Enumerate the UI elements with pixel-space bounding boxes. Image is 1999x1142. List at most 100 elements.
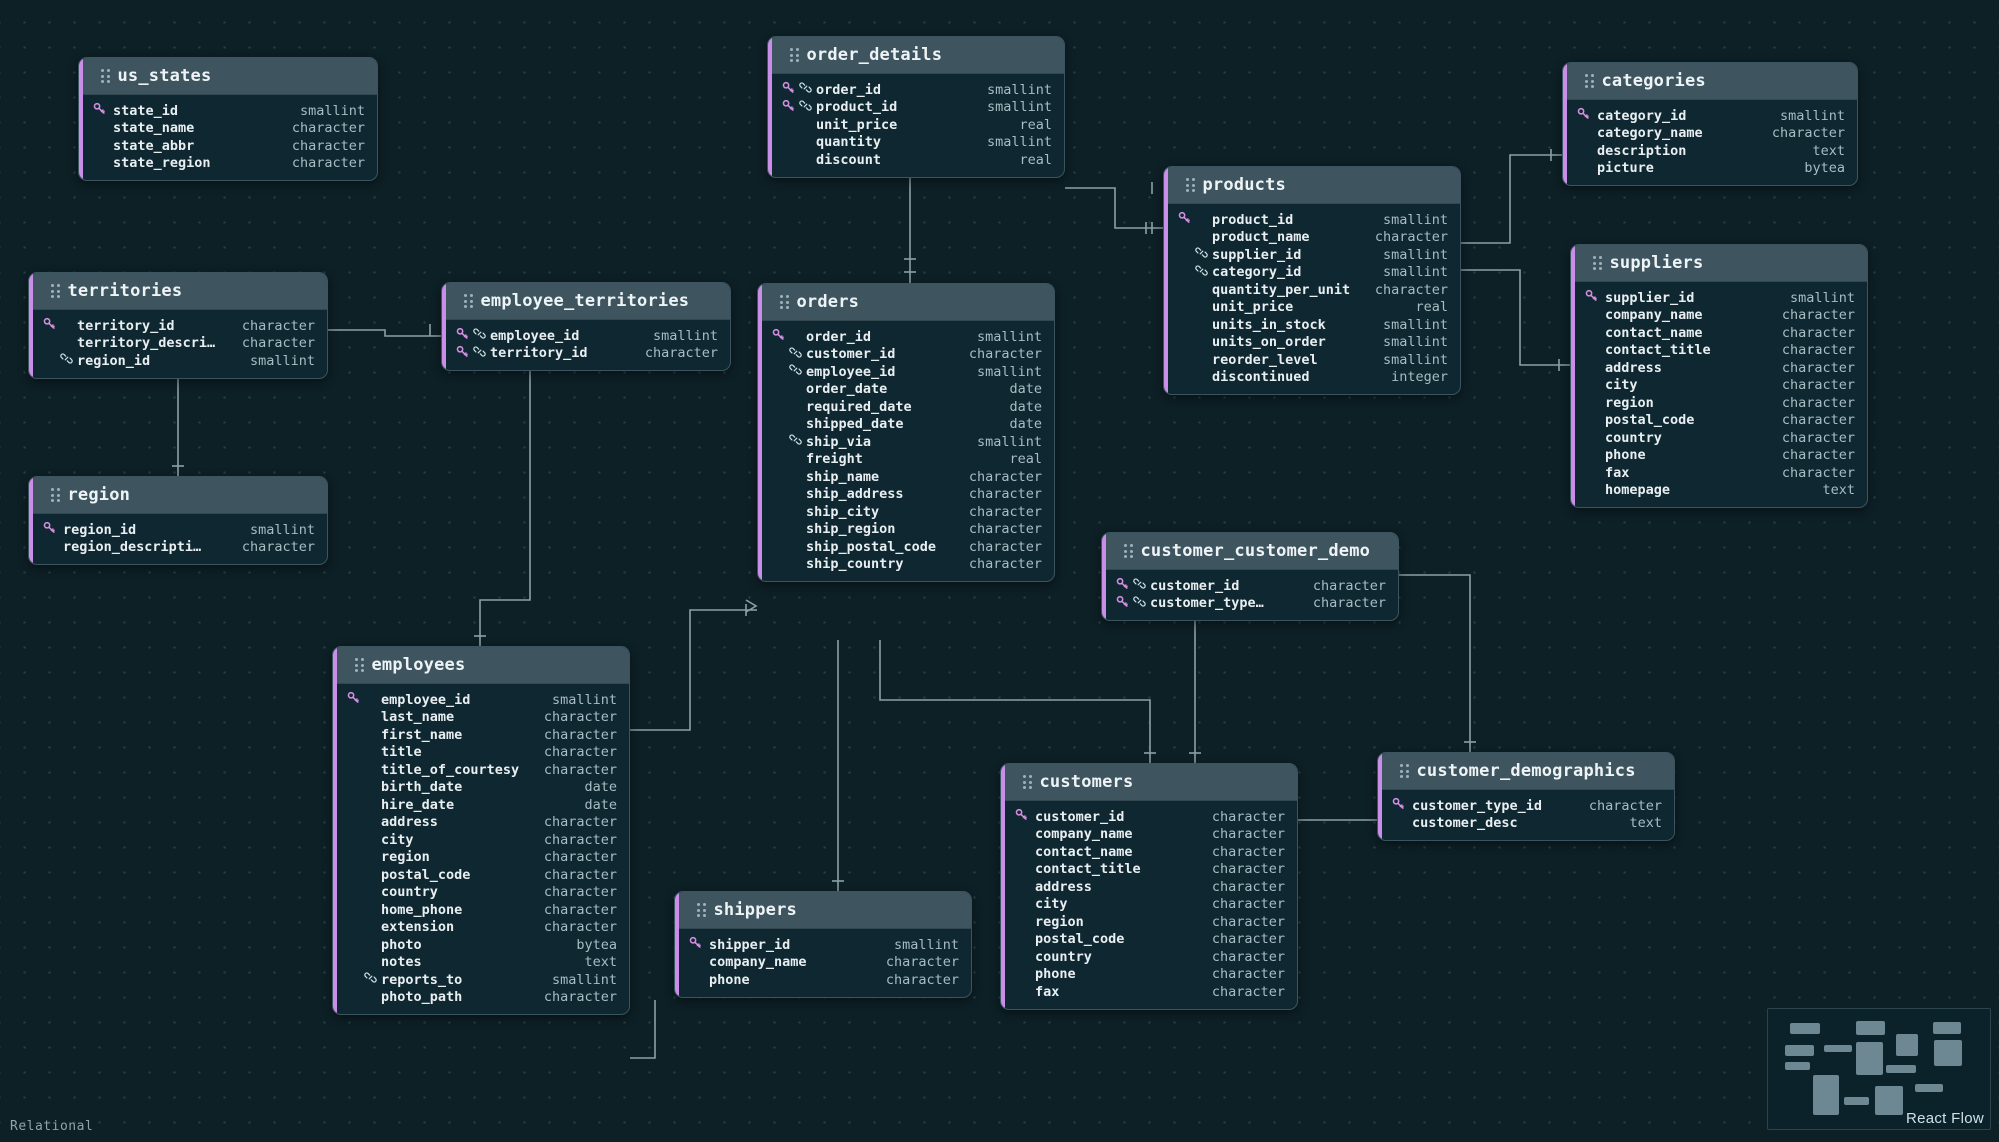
drag-handle-icon[interactable] <box>51 488 60 502</box>
table-header-employee_territories[interactable]: employee_territories <box>442 283 730 320</box>
column-row[interactable]: region_descripti…character <box>29 539 327 557</box>
table-header-employees[interactable]: employees <box>333 647 629 684</box>
table-header-orders[interactable]: orders <box>758 284 1054 321</box>
table-header-products[interactable]: products <box>1164 167 1460 204</box>
drag-handle-icon[interactable] <box>1124 544 1133 558</box>
table-header-territories[interactable]: territories <box>29 273 327 310</box>
drag-handle-icon[interactable] <box>1186 178 1195 192</box>
table-header-region[interactable]: region <box>29 477 327 514</box>
table-header-customer_customer_demo[interactable]: customer_customer_demo <box>1102 533 1398 570</box>
table-header-categories[interactable]: categories <box>1563 63 1857 100</box>
drag-handle-icon[interactable] <box>790 48 799 62</box>
column-row[interactable]: territory_descri…character <box>29 335 327 353</box>
minimap[interactable]: React Flow <box>1767 1008 1991 1130</box>
drag-handle-icon[interactable] <box>464 294 473 308</box>
table-header-suppliers[interactable]: suppliers <box>1571 245 1867 282</box>
drag-handle-icon[interactable] <box>697 903 706 917</box>
drag-handle-icon[interactable] <box>1400 764 1409 778</box>
table-header-shippers[interactable]: shippers <box>675 892 971 929</box>
drag-handle-icon[interactable] <box>355 658 364 672</box>
